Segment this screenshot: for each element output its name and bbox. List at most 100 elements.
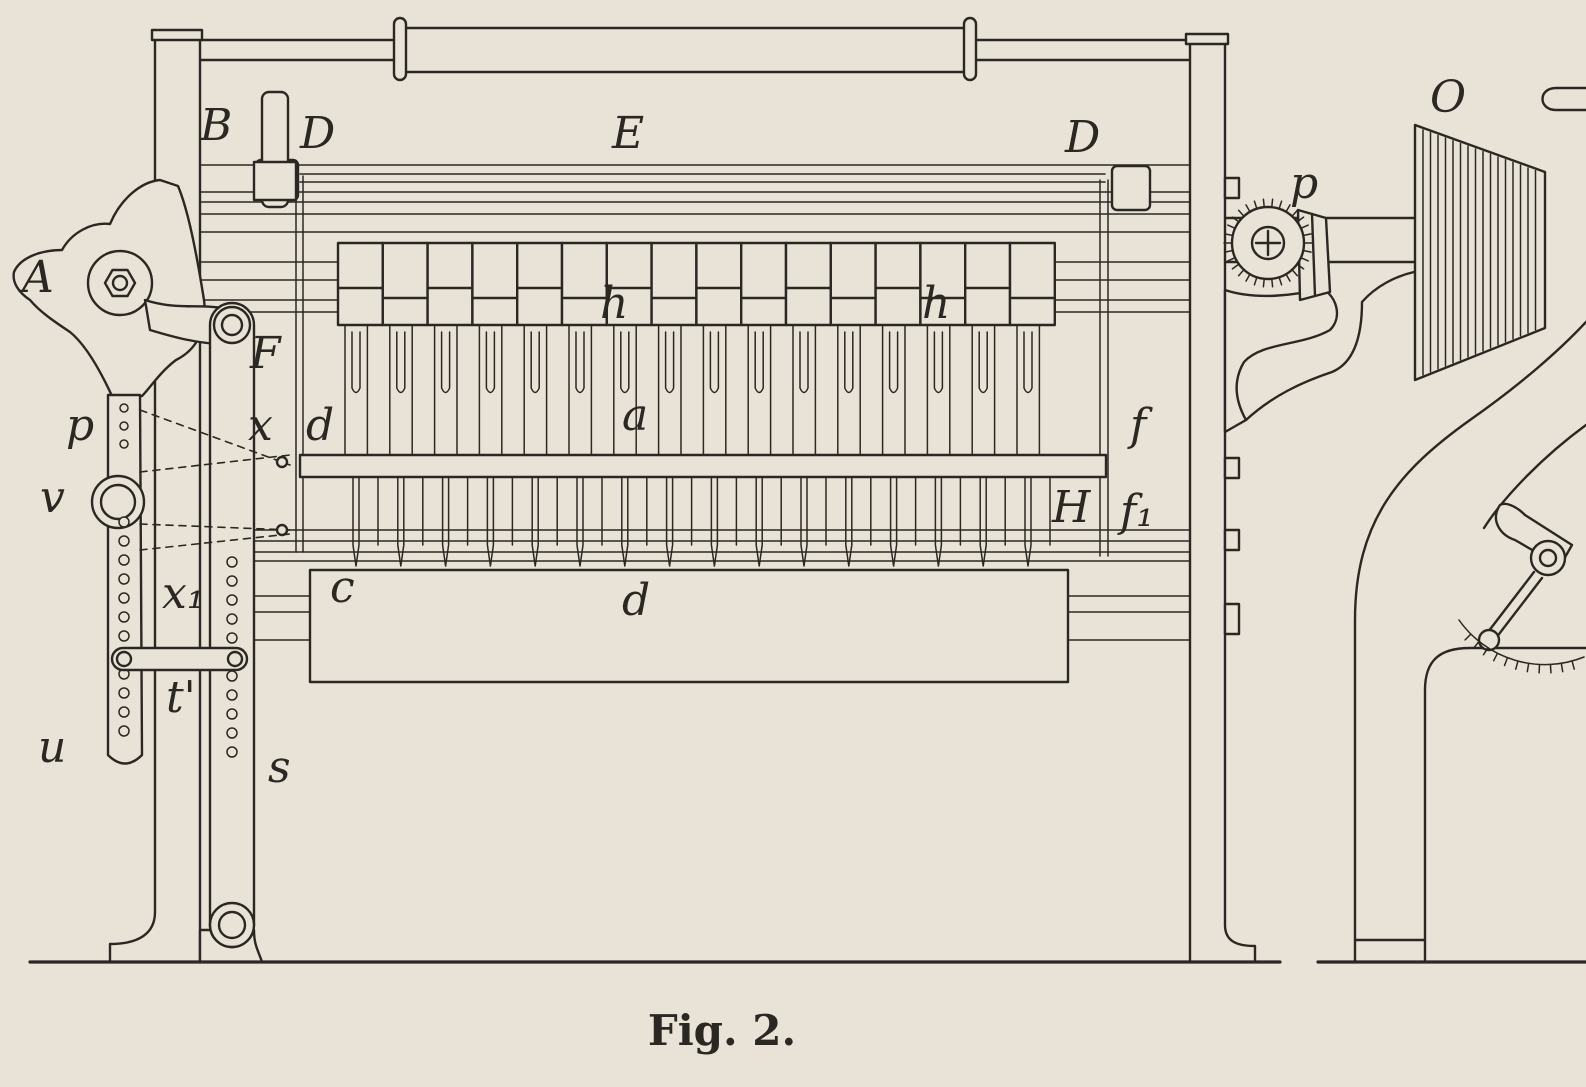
- right-post-cap: [1184, 32, 1230, 46]
- needle-slot: [978, 331, 988, 394]
- right-post-nub: [1223, 528, 1241, 552]
- dial-tick: [1464, 633, 1472, 641]
- right-post-nub: [1223, 456, 1241, 480]
- motion-paths: [139, 409, 291, 551]
- adjustment-hole: [226, 689, 238, 701]
- gear-tooth: [1302, 233, 1312, 237]
- label-t-prime: t': [166, 672, 196, 723]
- needle-point: [1024, 477, 1032, 567]
- needle-shanks: [344, 324, 1041, 456]
- crank-pivot-pin: [1538, 548, 1558, 568]
- needle-block: [381, 241, 429, 327]
- label-E: E: [611, 108, 644, 159]
- dial-tick: [1473, 640, 1480, 649]
- adjustment-hole: [226, 613, 238, 625]
- adjustment-hole: [118, 573, 130, 585]
- label-d-roller: d: [622, 575, 650, 626]
- needle-point: [710, 477, 719, 567]
- label-O: O: [1430, 72, 1466, 123]
- adjustment-hole: [118, 554, 130, 566]
- gear-tooth: [1285, 204, 1291, 213]
- needle-block: [605, 241, 653, 327]
- adjustment-hole: [119, 439, 129, 449]
- gear-tooth: [1296, 216, 1305, 223]
- right-post-nub: [1223, 176, 1241, 200]
- rod-pin: [275, 523, 289, 537]
- hub-center: [111, 274, 129, 292]
- right-rail-cylinder: [1110, 164, 1152, 212]
- gear-tooth: [1302, 249, 1312, 253]
- needle-point: [800, 477, 808, 567]
- stand-inner-curve: [1423, 646, 1586, 964]
- needle-blocks: [336, 241, 1057, 327]
- gear-tooth: [1262, 198, 1265, 208]
- gear-tooth: [1253, 200, 1258, 210]
- needle-point: [934, 477, 943, 567]
- needle-block: [1008, 241, 1056, 327]
- left-mechanism: [12, 178, 256, 949]
- cone-pulley-steps: [1422, 129, 1537, 376]
- gear-tooth: [1271, 198, 1274, 208]
- needle-slot: [709, 331, 720, 394]
- adjustment-hole: [118, 687, 130, 699]
- adjustment-hole: [226, 575, 238, 587]
- label-x: x: [248, 400, 273, 451]
- rod-pins: [275, 455, 289, 537]
- right-drive: [1223, 205, 1417, 434]
- gear-teeth: [1223, 198, 1313, 288]
- label-f1: f₁: [1117, 486, 1154, 537]
- needle-point: [845, 477, 853, 567]
- crank-rod-end: [1477, 628, 1501, 652]
- cone-pulley: [1413, 123, 1547, 382]
- gear-tooth: [1291, 269, 1299, 277]
- adjustment-hole: [119, 403, 129, 413]
- gear-tooth: [1227, 256, 1236, 262]
- stand-outer-curve: [1353, 320, 1586, 964]
- right-post-nub: [1223, 602, 1241, 636]
- dial-tick: [1526, 662, 1530, 673]
- label-v: v: [40, 472, 65, 523]
- adjustment-hole: [226, 670, 238, 682]
- lever-pivot: [212, 305, 252, 345]
- needle-block: [336, 241, 384, 327]
- needle-slot: [530, 331, 540, 394]
- needle-point: [979, 477, 987, 567]
- needle-slot: [888, 331, 899, 394]
- needle-point: [352, 477, 360, 567]
- dial-tick: [1571, 660, 1575, 670]
- needle-slot: [351, 331, 361, 394]
- link-end-right: [226, 650, 244, 668]
- motion-path: [139, 409, 291, 466]
- adjustment-hole: [226, 746, 238, 758]
- gear-tooth: [1300, 256, 1309, 262]
- label-a: a: [622, 390, 648, 441]
- needle-point: [441, 477, 450, 567]
- adjustment-hole: [226, 708, 238, 720]
- gear-tooth: [1300, 224, 1309, 230]
- label-f: f: [1127, 400, 1153, 451]
- quadrant-dial: [1458, 619, 1585, 674]
- gear-tooth: [1253, 276, 1258, 286]
- dial-tick: [1492, 652, 1499, 662]
- label-d-left: d: [306, 400, 334, 451]
- top-roller-left-flange: [392, 16, 408, 82]
- needle-slot: [485, 331, 496, 394]
- needle-block: [829, 241, 877, 327]
- needle-point: [665, 477, 674, 567]
- crank-hub: [86, 249, 154, 317]
- needle-slot: [844, 331, 854, 394]
- gear-tooth: [1237, 209, 1245, 217]
- vertical-guide-rods: [295, 175, 1109, 557]
- bevel-gear-face: [1310, 212, 1317, 298]
- adjustment-hole: [118, 630, 130, 642]
- link-bar: [110, 646, 249, 672]
- label-x1: x₁: [162, 568, 204, 619]
- needle-block: [919, 241, 967, 327]
- lever-pivot-v-inner: [99, 483, 137, 521]
- top-roller-right-flange: [962, 16, 978, 82]
- label-D-left: D: [299, 108, 335, 159]
- gear-tooth: [1231, 263, 1240, 270]
- adjustment-hole: [226, 556, 238, 568]
- gear-tooth: [1278, 276, 1283, 286]
- adjustment-hole: [118, 516, 130, 528]
